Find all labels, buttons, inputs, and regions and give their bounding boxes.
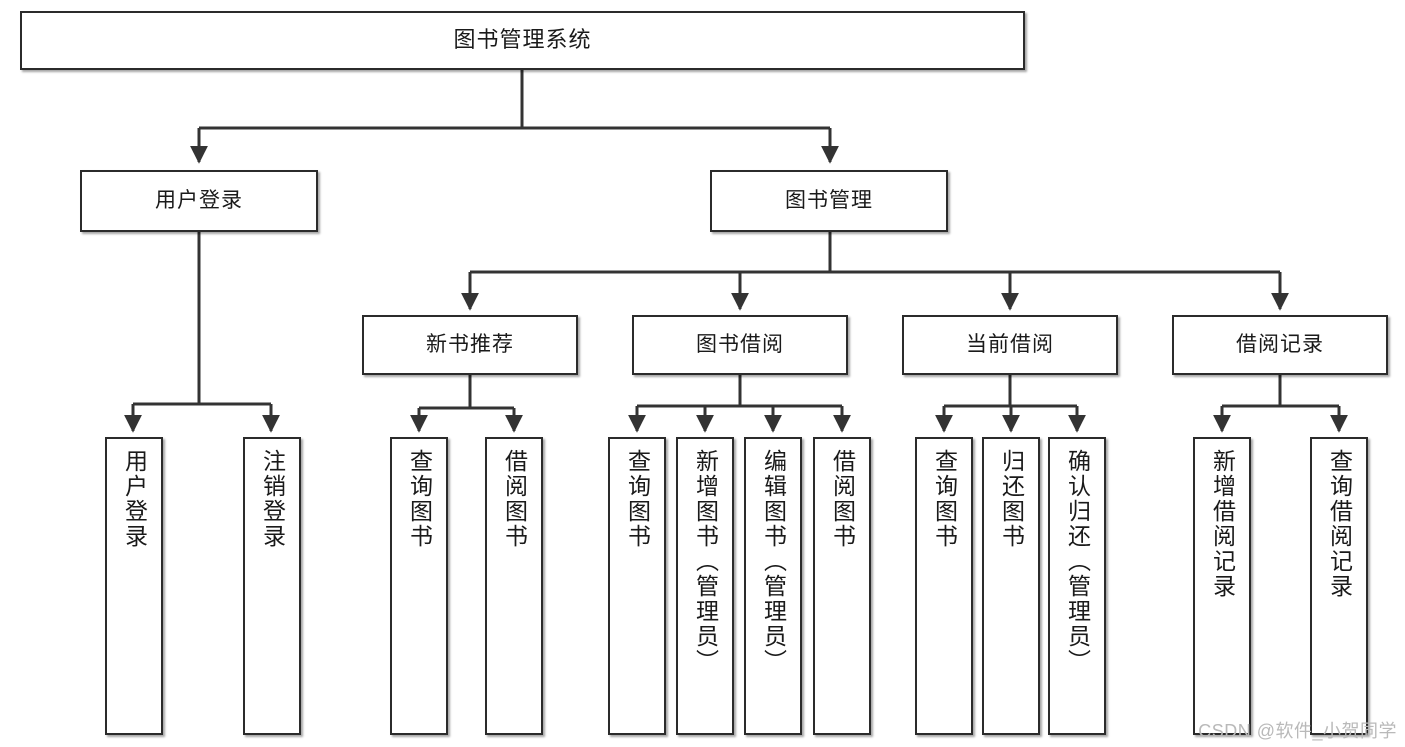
leaf-current-query-book[interactable]: 查询图书: [915, 437, 973, 735]
leaf-record-add-record[interactable]: 新增借阅记录: [1193, 437, 1251, 735]
node-label: 查询借阅记录: [1326, 449, 1353, 599]
node-label: 查询图书: [931, 449, 958, 549]
leaf-borrow-edit-book-admin[interactable]: 编辑图书（管理员）: [744, 437, 802, 735]
node-label: 注销登录: [259, 449, 286, 549]
node-label: 新增借阅记录: [1209, 449, 1236, 599]
leaf-current-return-book[interactable]: 归还图书: [982, 437, 1040, 735]
node-label: 编辑图书（管理员）: [760, 449, 787, 674]
leaf-borrow-borrow-book[interactable]: 借阅图书: [813, 437, 871, 735]
node-book-borrow[interactable]: 图书借阅: [632, 315, 848, 375]
leaf-recommend-query-book[interactable]: 查询图书: [390, 437, 448, 735]
node-label: 借阅图书: [829, 449, 856, 549]
node-label: 图书管理系统: [453, 27, 592, 53]
leaf-borrow-add-book-admin[interactable]: 新增图书（管理员）: [676, 437, 734, 735]
node-label: 借阅记录: [1236, 333, 1324, 357]
leaf-recommend-borrow-book[interactable]: 借阅图书: [485, 437, 543, 735]
node-borrow-record[interactable]: 借阅记录: [1172, 315, 1388, 375]
leaf-current-confirm-return-admin[interactable]: 确认归还（管理员）: [1048, 437, 1106, 735]
node-current-borrow[interactable]: 当前借阅: [902, 315, 1118, 375]
node-label: 新增图书（管理员）: [692, 449, 719, 674]
node-root-system[interactable]: 图书管理系统: [20, 11, 1025, 70]
node-label: 归还图书: [998, 449, 1025, 549]
node-label: 图书借阅: [696, 333, 784, 357]
leaf-user-login-signin[interactable]: 用户登录: [105, 437, 163, 735]
node-new-book-recommend[interactable]: 新书推荐: [362, 315, 578, 375]
node-user-login[interactable]: 用户登录: [80, 170, 318, 232]
leaf-borrow-query-book[interactable]: 查询图书: [608, 437, 666, 735]
node-label: 新书推荐: [426, 333, 514, 357]
node-label: 查询图书: [406, 449, 433, 549]
node-label: 查询图书: [624, 449, 651, 549]
node-label: 借阅图书: [501, 449, 528, 549]
node-label: 确认归还（管理员）: [1064, 449, 1091, 674]
node-label: 图书管理: [785, 189, 873, 213]
leaf-record-query-record[interactable]: 查询借阅记录: [1310, 437, 1368, 735]
node-label: 用户登录: [155, 189, 243, 213]
leaf-user-login-signout[interactable]: 注销登录: [243, 437, 301, 735]
node-label: 当前借阅: [966, 333, 1054, 357]
node-label: 用户登录: [121, 449, 148, 549]
node-book-management[interactable]: 图书管理: [710, 170, 948, 232]
csdn-watermark: CSDN @软件_小贺同学: [1198, 721, 1397, 741]
